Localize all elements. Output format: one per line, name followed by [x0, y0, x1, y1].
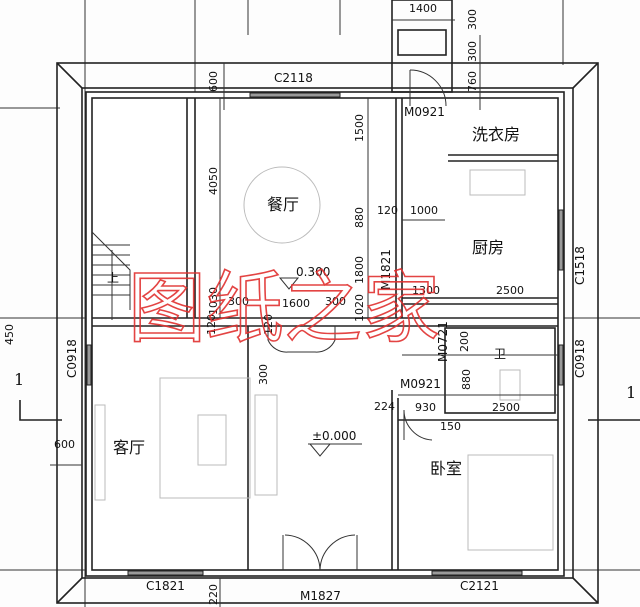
dim-880: 880	[460, 369, 473, 390]
dim-300: 300	[466, 41, 479, 62]
dimension-lines	[50, 19, 558, 607]
dim-1020: 1020	[353, 294, 366, 322]
dim-600: 600	[207, 71, 220, 92]
dim-760: 760	[466, 71, 479, 92]
dim-150: 150	[440, 420, 461, 433]
dim-1500: 1500	[353, 114, 366, 142]
walls	[85, 0, 565, 577]
dim-1600: 1600	[282, 297, 310, 310]
section-line-left	[19, 400, 62, 421]
room-label-kitchen: 厨房	[472, 238, 504, 257]
dim-120: 120	[377, 204, 398, 217]
label-c2121: C2121	[460, 579, 499, 593]
label-c2118: C2118	[274, 71, 313, 85]
level-marker-dining	[278, 277, 300, 290]
label-m0921-top: M0921	[404, 105, 445, 119]
stair-up-label: 上	[107, 271, 119, 285]
dim-1400: 1400	[409, 2, 437, 15]
watermark: 图纸之家	[128, 264, 440, 354]
dim-300: 300	[325, 295, 346, 308]
window-c1821	[127, 570, 204, 576]
label-c0918-right: C0918	[573, 339, 587, 378]
window-c2121	[431, 570, 523, 576]
room-label-bathroom: 卫	[494, 347, 506, 361]
room-label-living: 客厅	[113, 438, 145, 457]
label-m0921-bedroom: M0921	[400, 377, 441, 391]
roof-eaves	[56, 62, 599, 604]
dim-2500: 2500	[496, 284, 524, 297]
room-label-bedroom: 卧室	[430, 459, 462, 478]
room-label-laundry: 洗衣房	[472, 125, 520, 144]
dining-table	[243, 166, 321, 244]
window-c1518	[558, 209, 564, 271]
label-c0918-left: C0918	[65, 339, 79, 378]
dim-1030: 1030	[207, 287, 220, 315]
section-mark-right: 1	[626, 383, 636, 402]
level-marker-hall	[308, 443, 362, 457]
label-m1821: M1821	[379, 249, 393, 290]
label-c1518: C1518	[573, 246, 587, 285]
dim-120: 120	[262, 314, 275, 335]
section-mark-left: 1	[14, 370, 24, 389]
room-label-dining: 餐厅	[267, 195, 299, 214]
dim-300: 300	[466, 9, 479, 30]
dim-4050: 4050	[207, 167, 220, 195]
level-dining: 0.300	[296, 265, 330, 279]
dimensions: 1400 300 300 760 600 1500 4050 880 120 1…	[3, 2, 524, 605]
stairs	[91, 231, 131, 320]
dim-450: 450	[3, 324, 16, 345]
window-c2118	[249, 92, 341, 98]
label-m0721: M0721	[436, 321, 450, 362]
window-c0918-left	[86, 344, 92, 386]
dim-1300: 1300	[412, 284, 440, 297]
dim-1000: 1000	[410, 204, 438, 217]
label-c1821: C1821	[146, 579, 185, 593]
dim-880: 880	[353, 207, 366, 228]
doors	[267, 69, 447, 571]
furniture	[94, 166, 554, 551]
dim-930: 930	[415, 401, 436, 414]
dim-2500: 2500	[492, 401, 520, 414]
dim-224: 224	[374, 400, 395, 413]
label-m1827: M1827	[300, 589, 341, 603]
dim-300: 300	[228, 295, 249, 308]
window-c0918-right	[558, 344, 564, 386]
dim-200: 200	[458, 331, 471, 352]
dim-300: 300	[257, 364, 270, 385]
dim-220: 220	[207, 584, 220, 605]
dim-120: 120	[205, 314, 218, 335]
dim-1800: 1800	[353, 256, 366, 284]
level-hall: ±0.000	[312, 429, 356, 443]
dim-600: 600	[54, 438, 75, 451]
